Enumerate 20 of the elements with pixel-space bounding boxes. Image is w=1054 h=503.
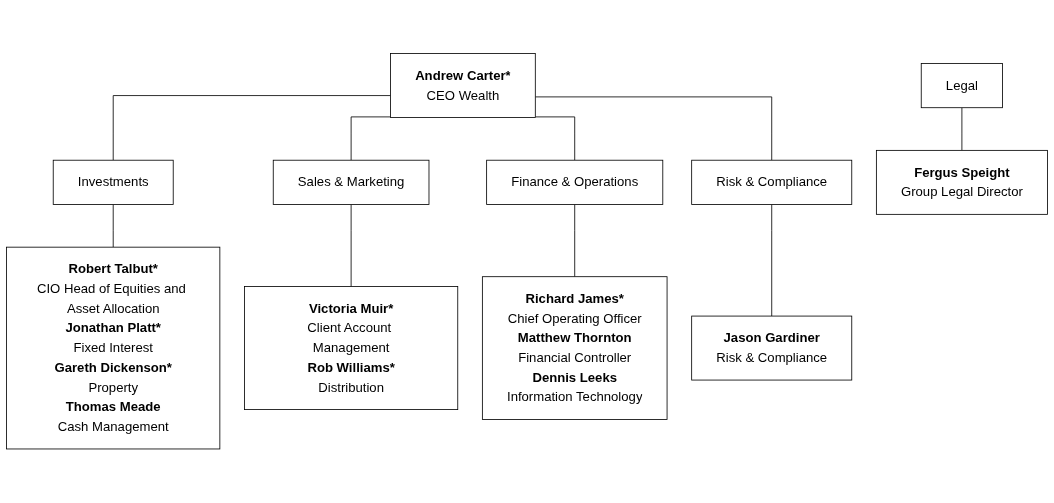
connector bbox=[961, 107, 963, 151]
node-box: Robert Talbut* CIO Head of Equities and Asset Allocation Jonathan Platt* Fixed Interest Gareth Dickenson* Property Thomas Meade Cash Management bbox=[6, 247, 221, 450]
connector bbox=[771, 204, 773, 317]
connector bbox=[350, 204, 352, 288]
connector bbox=[350, 116, 391, 161]
node-box: Investments bbox=[52, 160, 174, 206]
connector bbox=[534, 116, 576, 161]
node-box: Andrew Carter* CEO Wealth bbox=[390, 53, 536, 119]
node-box: Risk & Compliance bbox=[691, 160, 853, 206]
node-box: Victoria Muir* Client Account Management Rob Williams* Distribution bbox=[244, 286, 459, 411]
node-box: Legal bbox=[920, 63, 1003, 109]
connector bbox=[112, 204, 114, 248]
connector bbox=[574, 204, 576, 278]
node-box: Richard James* Chief Operating Officer Matthew Thornton Financial Controller Dennis Leeks Information Technology bbox=[481, 276, 668, 421]
node-box: Finance & Operations bbox=[486, 160, 664, 206]
node-box: Jason Gardiner Risk & Compliance bbox=[691, 315, 853, 381]
connector bbox=[112, 95, 391, 161]
node-box: Sales & Marketing bbox=[272, 160, 430, 206]
node-box: Fergus Speight Group Legal Director bbox=[875, 150, 1048, 215]
connector bbox=[534, 96, 773, 161]
